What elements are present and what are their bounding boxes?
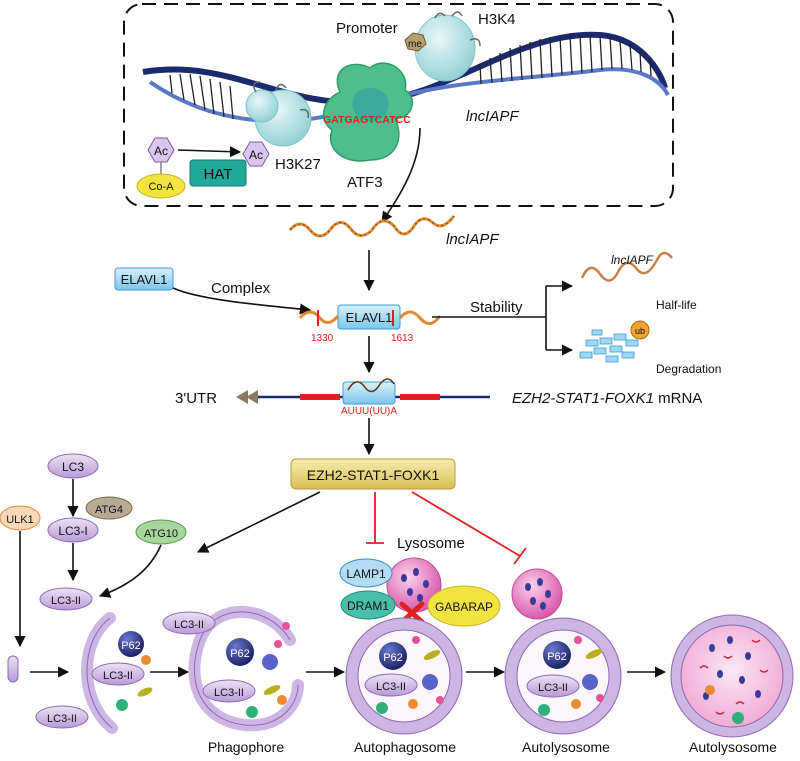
mrna-strand — [236, 378, 490, 405]
dram1-label: DRAM1 — [347, 599, 389, 613]
utr-label: 3'UTR — [175, 390, 217, 407]
lncrna-right-label: lncIAPF — [611, 253, 654, 267]
position-end: 1613 — [391, 333, 414, 344]
ulk1-protein — [0, 505, 41, 531]
h3k27-label: H3K27 — [275, 156, 321, 173]
autolysosome-2-vesicle — [670, 614, 794, 738]
lysosome-1-contents — [401, 568, 429, 602]
lncrna-label: lncIAPF — [446, 231, 499, 248]
lc3-ii-label-1: LC3-II — [51, 595, 81, 607]
nascent-phagophore — [81, 612, 153, 734]
stage-phagophore: Phagophore — [208, 739, 285, 755]
lamp1-protein — [339, 558, 393, 588]
lc3-ii-tag-4 — [162, 611, 216, 635]
elavl1-protein — [114, 267, 174, 291]
stability-label: Stability — [470, 299, 523, 316]
inhibit-autolysosome — [411, 491, 527, 565]
promoter-panel: me Promoter H3K4 lncIAPF GATGAGTCATCC AT… — [123, 3, 674, 223]
lc3-ii-tag-1 — [39, 587, 93, 611]
lysosome-2-contents — [525, 578, 551, 610]
lc3-ii-tag-6 — [364, 673, 418, 697]
atg10-label: ATG10 — [144, 528, 178, 540]
inhibit-lysosome-fusion — [366, 492, 384, 544]
lc3-ii-tag-3 — [35, 705, 89, 729]
atg10-protein — [135, 519, 187, 545]
phagophore-vesicle — [188, 605, 304, 732]
elavl1-bound-label: ELAVL1 — [346, 310, 393, 325]
p62-label-2: P62 — [230, 648, 250, 660]
degradation-label: Degradation — [656, 362, 721, 376]
are-motif: AUUU(UU)A — [341, 406, 397, 417]
lc3-ii-label-6: LC3-II — [376, 681, 406, 693]
atf3-protein — [322, 62, 414, 162]
acetyl-free-icon — [147, 137, 175, 163]
p62-label-4: P62 — [547, 651, 567, 663]
elavl1-label: ELAVL1 — [121, 272, 168, 287]
lncrna-elavl1-complex — [298, 304, 442, 330]
lc3-ii-label-3: LC3-II — [47, 713, 77, 725]
lc3-i-label: LC3-I — [58, 524, 87, 538]
ac-free-label: Ac — [154, 144, 168, 158]
h3k4-histone: me — [404, 11, 481, 82]
lc3-ii-tag-2 — [91, 662, 145, 686]
ac-bound-label: Ac — [249, 148, 263, 162]
acetyl-bound-icon — [242, 141, 270, 167]
position-start: 1330 — [311, 333, 334, 344]
lysosome-2 — [511, 568, 563, 620]
degraded-fragments — [579, 329, 639, 363]
p62-label-1: P62 — [121, 640, 141, 652]
ulk1-label: ULK1 — [6, 514, 34, 526]
lc3-ii-label-5: LC3-II — [214, 687, 244, 699]
lc3-ii-label-4: LC3-II — [174, 619, 204, 631]
stage-autolysosome-2: Autolysosome — [689, 739, 777, 755]
p62-label-3: P62 — [383, 652, 403, 664]
lc3-label: LC3 — [62, 460, 84, 474]
stage-autophagosome: Autophagosome — [354, 739, 456, 755]
membrane-fragment — [7, 655, 19, 683]
lncrna-gene-label: lncIAPF — [466, 108, 519, 125]
atg4-label: ATG4 — [95, 504, 123, 516]
hat-enzyme — [189, 159, 247, 187]
stable-lncrna — [580, 251, 673, 282]
lamp1-label: LAMP1 — [346, 567, 386, 581]
lncrna-transcript — [288, 215, 456, 238]
target-gene-box — [290, 458, 456, 490]
coa-molecule — [136, 173, 186, 199]
lc3-ii-tag-5 — [202, 679, 256, 703]
target-gene-label: EZH2-STAT1-FOXK1 — [307, 467, 440, 483]
promoter-label: Promoter — [336, 20, 398, 37]
gabarap-protein — [427, 585, 501, 627]
lc3-ii-tag-7 — [526, 674, 580, 698]
ub-label: ub — [635, 326, 645, 336]
mrna-label: EZH2-STAT1-FOXK1 mRNA — [512, 390, 702, 407]
lysosome-label: Lysosome — [397, 535, 465, 552]
h3k4-label: H3K4 — [478, 11, 516, 28]
ubiquitin-icon — [630, 320, 650, 340]
atg4-protein — [85, 496, 133, 520]
stage-autolysosome-1: Autolysosome — [522, 739, 610, 755]
coa-label: Co-A — [148, 181, 174, 193]
complex-label: Complex — [211, 280, 271, 297]
lc3-ii-label-2: LC3-II — [103, 670, 133, 682]
half-life-label: Half-life — [656, 298, 697, 312]
methyl-mark — [404, 32, 427, 52]
gabarap-label: GABARAP — [435, 600, 493, 614]
lc3-ii-label-7: LC3-II — [538, 682, 568, 694]
hat-label: HAT — [204, 166, 233, 183]
binding-motif: GATGAGTCATCC — [323, 114, 411, 126]
dram1-protein — [340, 590, 396, 620]
me-label: me — [408, 39, 422, 50]
lc3-i-protein — [47, 517, 99, 543]
dna-helix — [142, 31, 670, 123]
h3k27-histone — [245, 81, 312, 147]
atf3-label: ATF3 — [347, 174, 383, 191]
lc3-protein — [47, 453, 99, 479]
